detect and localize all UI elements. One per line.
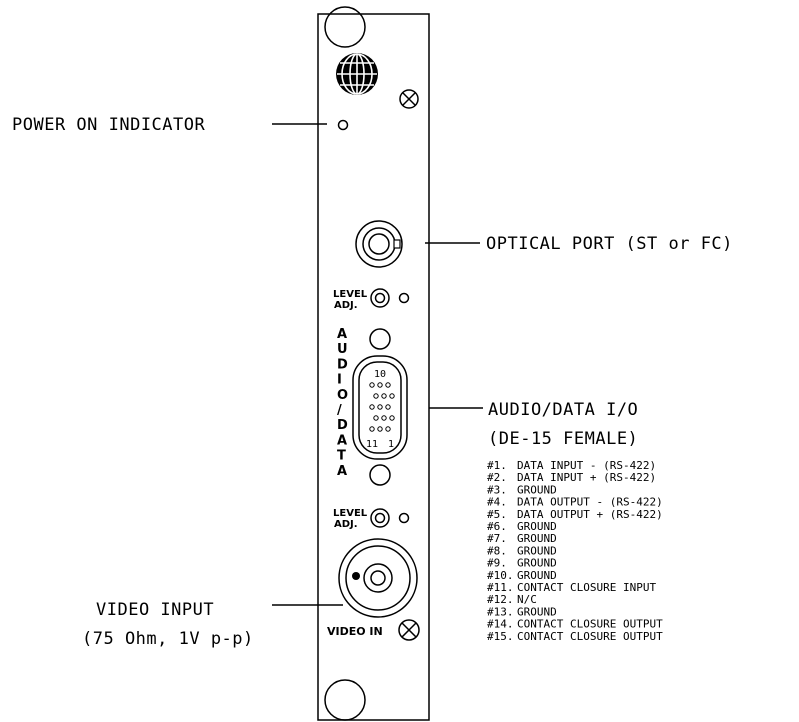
level-adj-top-led [398,292,410,304]
pinout-number: #2. [487,471,507,484]
video-input-sublabel: (75 Ohm, 1V p-p) [82,629,254,649]
bottom-screw-icon [398,619,420,641]
de15-pin-hole [369,404,375,410]
level-adj-bottom-label-2: ADJ. [334,519,358,530]
vertical-letter: T [337,449,346,464]
de15-pin-hole [373,393,379,399]
de15-pin-hole [381,393,387,399]
pinout-number: #3. [487,483,507,496]
optical-port-label: OPTICAL PORT (ST or FC) [486,234,733,254]
optical-port [355,220,403,268]
pinout-number: #14. [487,618,514,631]
connector-pin-10-label: 10 [374,369,386,380]
de15-pin-hole [369,426,375,432]
de15-pin-hole [385,426,391,432]
pinout-description: DATA OUTPUT - (RS-422) [517,496,663,509]
level-adj-bottom-knob [370,508,390,528]
level-adj-top-label-1: LEVEL [333,289,368,300]
de15-pin-hole [377,426,383,432]
connector-hole-top [369,328,391,350]
pinout-description: N/C [517,593,537,606]
pinout-number: #1. [487,459,507,472]
de15-pin-hole [381,415,387,421]
pinout-number: #11. [487,581,514,594]
pinout-description: GROUND [517,557,557,570]
pinout-description: CONTACT CLOSURE OUTPUT [517,630,663,643]
pinout-description: GROUND [517,544,557,557]
video-in-panel-label: VIDEO IN [327,625,383,638]
level-adj-top-knob [370,288,390,308]
vertical-letter: A [337,433,347,448]
pinout-number: #8. [487,544,507,557]
vertical-audio-data-label: AUDIO/DATA [337,327,348,479]
de15-pin-hole [377,382,383,388]
pinout-number: #15. [487,630,514,643]
connector-pin-1-label: 1 [388,439,394,450]
pinout-description: GROUND [517,569,557,582]
pinout-description: CONTACT CLOSURE INPUT [517,581,656,594]
pinout-description: DATA INPUT + (RS-422) [517,471,656,484]
vertical-letter: D [337,357,348,372]
de15-pin-hole [369,382,375,388]
audio-data-sublabel: (DE-15 FEMALE) [488,429,638,449]
pinout-number: #7. [487,532,507,545]
de15-pin-hole [389,415,395,421]
pinout-number: #9. [487,557,507,570]
pinout-description: DATA INPUT - (RS-422) [517,459,656,472]
de15-connector [352,355,408,460]
pinout-description: GROUND [517,532,557,545]
vertical-letter: D [337,418,348,433]
level-adj-top-label-2: ADJ. [334,300,358,311]
pinout-number: #12. [487,593,514,606]
audio-data-label: AUDIO/DATA I/O [488,400,638,420]
power-led [337,119,349,131]
power-indicator-label: POWER ON INDICATOR [12,115,205,135]
pinout-description: GROUND [517,520,557,533]
pinout-description: DATA OUTPUT + (RS-422) [517,508,663,521]
globe-logo-icon [336,53,378,95]
vertical-letter: / [337,403,342,418]
bottom-mounting-hole [324,679,366,721]
pinout-number: #5. [487,508,507,521]
connector-hole-bottom [369,464,391,486]
pinout-number: #6. [487,520,507,533]
pinout-number: #13. [487,605,514,618]
level-adj-bottom-label-1: LEVEL [333,508,368,519]
vertical-letter: U [337,342,348,357]
connector-pin-11-label: 11 [366,439,378,450]
de15-pin-hole [385,404,391,410]
top-mounting-hole [324,6,366,48]
de15-pin-hole [389,393,395,399]
pinout-description: GROUND [517,483,557,496]
video-input-label: VIDEO INPUT [96,600,214,620]
pinout-number: #4. [487,496,507,509]
de15-pin-hole [377,404,383,410]
level-adj-bottom-knob-center [374,512,386,524]
vertical-letter: A [337,464,347,479]
pinout-description: CONTACT CLOSURE OUTPUT [517,618,663,631]
de15-pin-hole [373,415,379,421]
level-adj-bottom-led [398,512,410,524]
level-adj-top-knob-center [374,292,386,304]
pinout-list: #1. DATA INPUT - (RS-422) #2. DATA INPUT + … [487,459,663,643]
top-screw-icon [399,89,419,109]
vertical-letter: A [337,327,347,342]
de15-pin-hole [385,382,391,388]
pinout-number: #10. [487,569,514,582]
vertical-letter: I [337,373,342,388]
vertical-letter: O [337,388,348,403]
pinout-description: GROUND [517,605,557,618]
bnc-video-connector [338,538,418,618]
panel-outline [317,13,430,721]
